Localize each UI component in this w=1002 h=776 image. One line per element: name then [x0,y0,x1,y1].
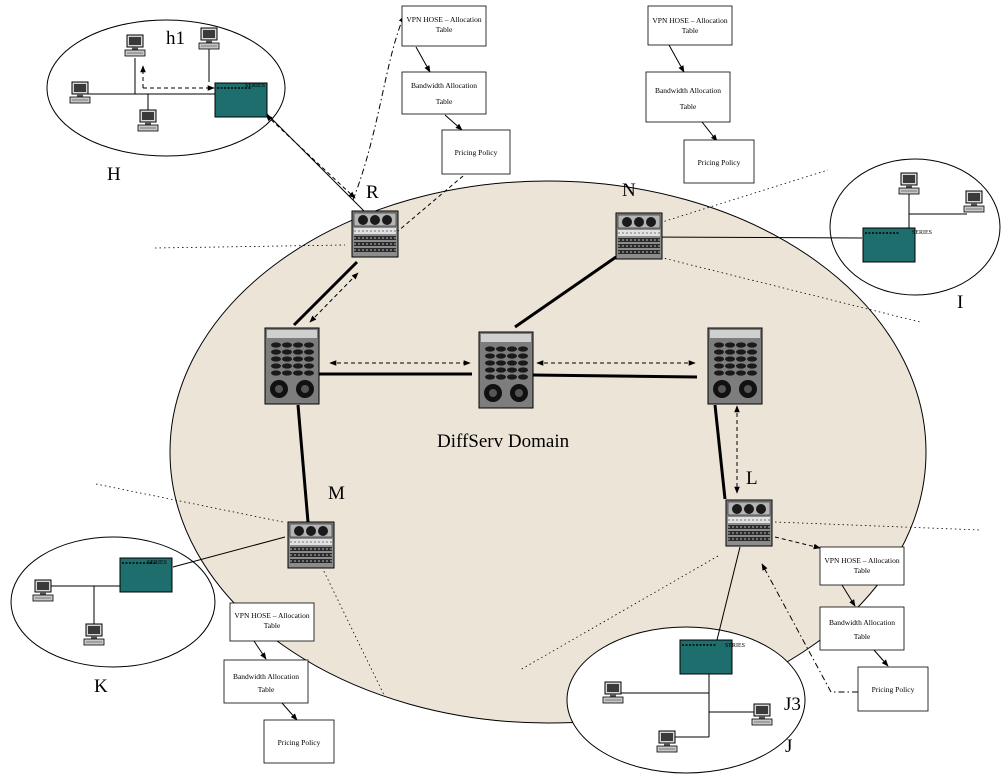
host-h1-icon [124,34,146,57]
router-l-label: L [746,468,758,489]
pricing-policy-label: Pricing Policy [698,158,741,167]
core-router-center-icon [478,331,534,409]
router-m-label: M [328,483,345,504]
host-j1-icon [602,681,624,704]
host-j3-label: J3 [784,694,801,715]
tables-group-m: VPN HOSE – Allocation Table Bandwidth Al… [223,602,335,764]
site-j-region [566,626,806,774]
switch-i-icon [862,227,916,263]
switch-i-label: SERIES [912,230,932,236]
table-flow-arrows [253,44,889,721]
host-j3-icon [751,703,773,726]
pricing-policy-label: Pricing Policy [872,685,915,694]
core-router-west-icon [264,327,320,405]
host-j2-icon [656,730,678,753]
router-m-icon [287,521,335,569]
switch-h-label: SERIES [245,83,265,89]
router-r-icon [351,210,399,258]
vpn-hose-table-title: VPN HOSE – Allocation [406,15,481,24]
router-r-label: R [366,182,379,203]
bandwidth-table-subtitle: Table [436,97,453,106]
vpn-hose-table-subtitle: Table [682,26,699,35]
policy-signal-lines [352,15,858,693]
core-router-east-icon [707,327,763,405]
signalling-arrows [140,65,821,550]
bandwidth-table-subtitle: Table [258,685,275,694]
bandwidth-table-subtitle: Table [854,632,871,641]
vpn-hose-table-title: VPN HOSE – Allocation [824,556,899,565]
switch-k-label: SERIES [147,560,167,566]
switch-j-label: SERIES [725,643,745,649]
router-l-icon [725,499,773,547]
tables-group-r: VPN HOSE – Allocation Table Bandwidth Al… [401,5,511,175]
vpn-hose-table-title: VPN HOSE – Allocation [234,611,309,620]
host-h2-icon [198,27,220,50]
vpn-hose-table-subtitle: Table [436,25,453,34]
site-k-label: K [94,676,108,697]
host-h3-icon [69,81,91,104]
bandwidth-table-title: Bandwidth Allocation [233,672,299,681]
switch-k: SERIES [119,557,173,593]
bandwidth-table-title: Bandwidth Allocation [411,81,477,90]
vpn-hose-table-title: VPN HOSE – Allocation [652,16,727,25]
host-k1-icon [32,579,54,602]
host-h4-icon [137,109,159,132]
site-j-label: J [785,736,792,757]
tables-group-l: VPN HOSE – Allocation Table Bandwidth Al… [819,546,929,712]
host-i2-icon [963,190,985,213]
router-n-icon [615,212,663,260]
pricing-policy-label: Pricing Policy [278,738,321,747]
host-k2-icon [83,623,105,646]
diffserv-domain-label: DiffServ Domain [437,431,570,452]
site-k-region [10,536,216,668]
vpn-hose-table-subtitle: Table [854,566,871,575]
switch-j: SERIES [679,639,745,675]
switch-i: SERIES [862,227,932,263]
bandwidth-table-title: Bandwidth Allocation [655,86,721,95]
vpn-hose-table-subtitle: Table [264,621,281,630]
switch-h: SERIES [214,82,268,118]
diffserv-domain-region [169,180,927,724]
pricing-policy-label: Pricing Policy [455,148,498,157]
bandwidth-table-title: Bandwidth Allocation [829,618,895,627]
host-i1-icon [898,172,920,195]
tables-group-n: VPN HOSE – Allocation Table Bandwidth Al… [645,5,755,184]
site-h-label: H [107,164,121,185]
router-n-label: N [622,180,636,201]
bandwidth-table-subtitle: Table [680,102,697,111]
boundary-lines [95,169,981,696]
host-h1-label: h1 [166,28,185,49]
site-i-label: I [957,292,963,313]
